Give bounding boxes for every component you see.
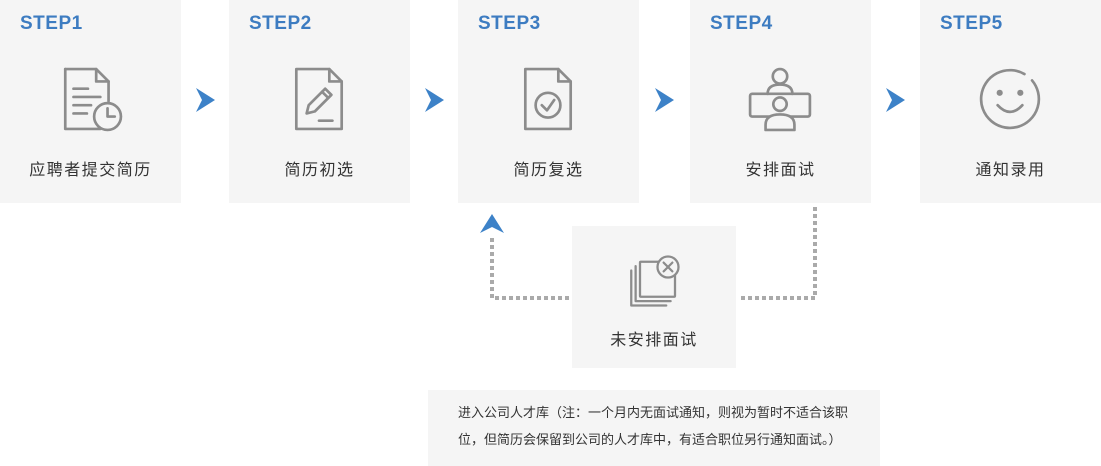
step-card-1: STEP1 应聘者提交简历 [0,0,181,203]
step-label: STEP2 [249,13,312,34]
step-label: STEP3 [478,13,541,34]
step-label: STEP5 [940,13,1003,34]
flow-arrow-2-to-3 [425,88,444,112]
smiley-face-icon [977,66,1043,132]
step-card-3: STEP3 简历复选 [458,0,639,203]
flow-arrow-1-to-2 [196,88,215,112]
flow-arrow-4-to-5 [886,88,905,112]
step-name: 通知录用 [975,160,1046,179]
document-edit-icon [286,66,352,132]
document-clock-icon [57,66,123,132]
step-name: 安排面试 [745,160,816,179]
step-card-4: STEP4 安排面试 [690,0,871,203]
interview-icon [747,66,813,132]
step-name: 应聘者提交简历 [29,160,152,179]
step-card-2: STEP2 简历初选 [229,0,410,203]
document-stack-reject-icon [626,253,682,309]
note-line-1: 进入公司人才库（注：一个月内无面试通知，则视为暂时不适合该职 [458,406,849,421]
branch-card-not-scheduled: 未安排面试 [572,226,736,368]
step-label: STEP1 [20,13,83,34]
step-label: STEP4 [710,13,773,34]
step-name: 简历初选 [284,160,355,179]
note-line-2: 位，但简历会保留到公司的人才库中，有适合职位另行通知面试。） [458,433,842,448]
branch-name: 未安排面试 [610,330,698,349]
flow-arrow-3-to-4 [655,88,674,112]
talent-pool-note: 进入公司人才库（注：一个月内无面试通知，则视为暂时不适合该职 位，但简历会保留到… [428,390,880,466]
flow-arrow-up-to-step3 [480,214,504,233]
step-name: 简历复选 [513,160,584,179]
document-check-icon [515,66,581,132]
step-card-5: STEP5 通知录用 [920,0,1101,203]
dotted-connector-branch-to-step3 [490,238,569,300]
dotted-connector-step4-to-branch [739,207,817,300]
